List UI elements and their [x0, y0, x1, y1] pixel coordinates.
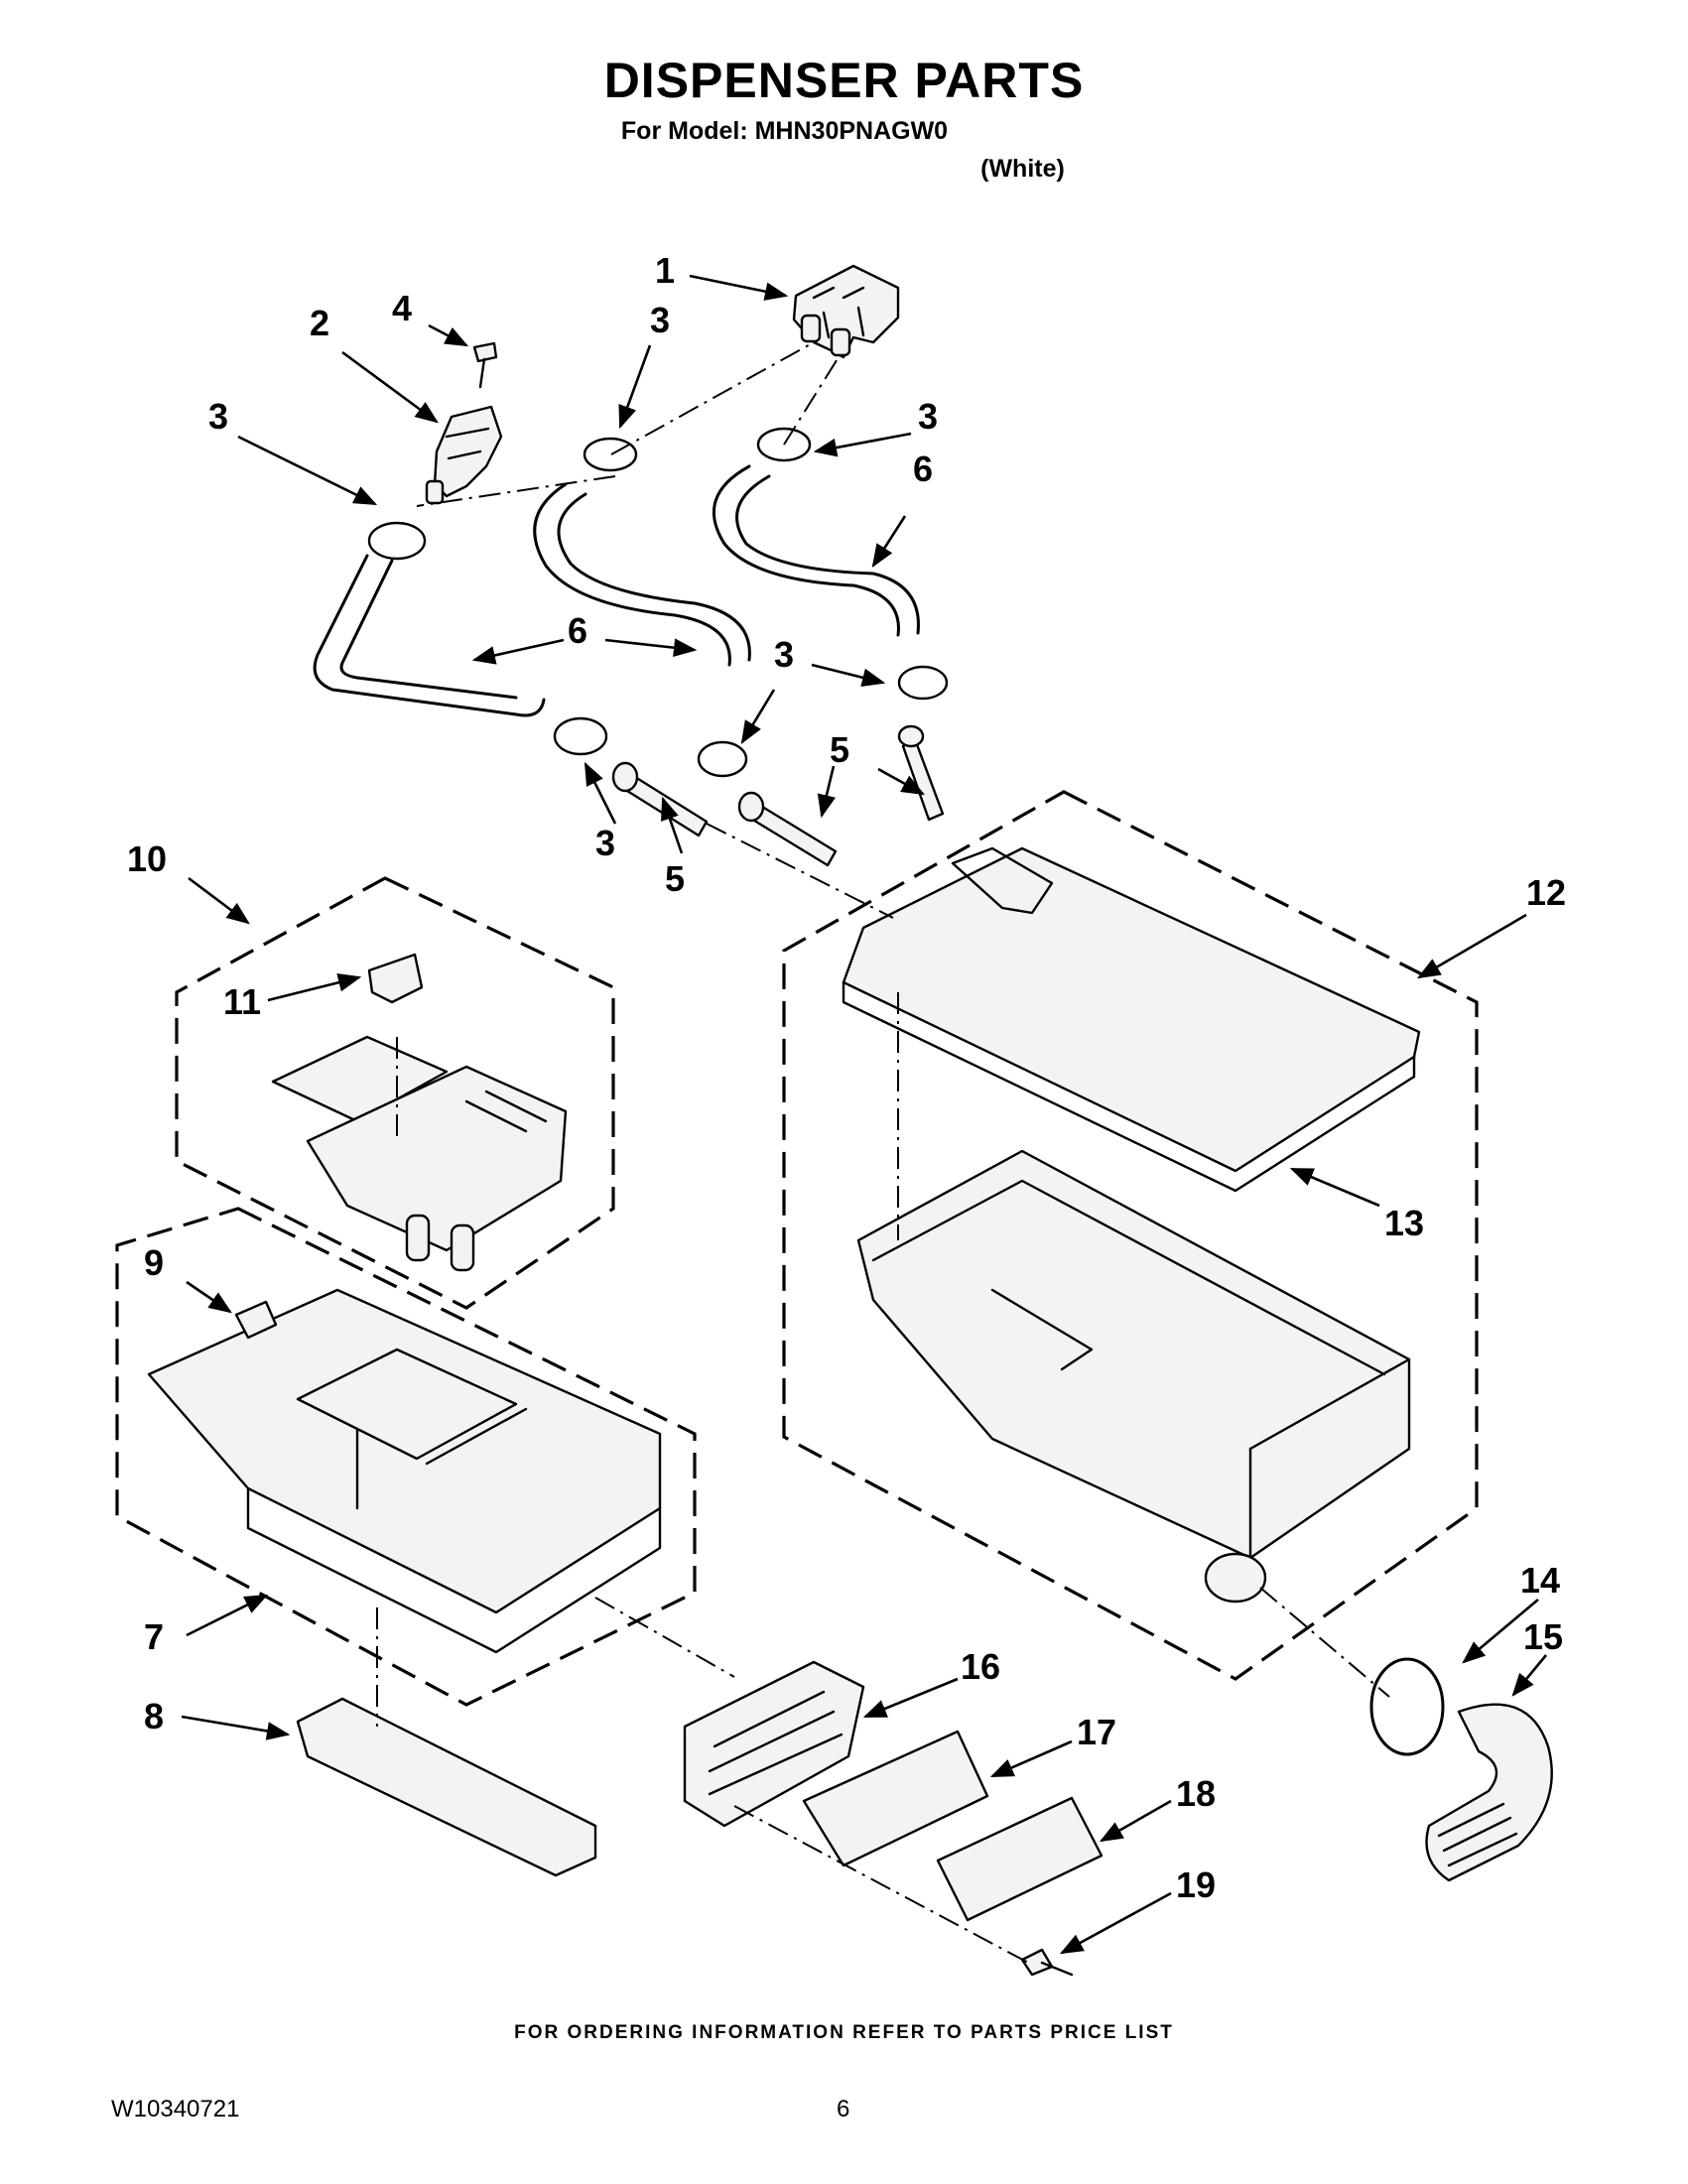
callout-12: 12: [1526, 872, 1566, 913]
bellows-hose-part-15: [1425, 1703, 1553, 1882]
callout-9: 9: [144, 1242, 164, 1283]
align-line: [706, 823, 894, 919]
vent-gasket-part-17: [802, 1730, 989, 1867]
hose-clamp-a: [367, 521, 427, 561]
callout-3: 3: [650, 300, 670, 340]
drawer-tray-part-8: [296, 1697, 597, 1877]
inlet-valve-single-part: [425, 405, 503, 505]
hose-clamp-c: [756, 427, 812, 462]
callout-19: 19: [1176, 1864, 1216, 1905]
callout-8: 8: [144, 1696, 164, 1736]
model-line: For Model: MHN30PNAGW0: [620, 117, 949, 145]
align-line: [783, 356, 840, 446]
document-number: W10340721: [111, 2096, 240, 2122]
callout-3: 3: [208, 396, 228, 437]
callout-2: 2: [310, 303, 329, 343]
callout-18: 18: [1176, 1773, 1216, 1814]
align-line: [1259, 1587, 1390, 1698]
callout-6: 6: [913, 449, 933, 489]
page-title: DISPENSER PARTS: [603, 53, 1085, 108]
callout-1: 1: [655, 250, 675, 291]
hose-clamp-f: [897, 665, 949, 701]
callout-3: 3: [774, 634, 794, 675]
callout-16: 16: [961, 1646, 1000, 1687]
callout-14: 14: [1520, 1560, 1560, 1601]
callout-5: 5: [830, 729, 849, 770]
callout-10: 10: [127, 838, 167, 879]
group-outline-7: [115, 1207, 697, 1707]
callout-11: 11: [223, 981, 261, 1022]
align-line: [733, 1805, 1033, 1966]
inlet-valve-double-part: [792, 264, 900, 359]
callout-6: 6: [568, 610, 587, 651]
dispenser-housing-cover: [842, 846, 1421, 1193]
hose-left: [313, 554, 546, 717]
hose-middle: [533, 482, 751, 667]
group-outline-10: [175, 876, 615, 1310]
dispenser-insert-assembly: [271, 1035, 568, 1272]
page-number: 6: [837, 2096, 850, 2122]
vent-plate-part-18: [936, 1796, 1104, 1922]
screw-part-4: [472, 341, 498, 389]
hose-clamp-e: [697, 740, 748, 778]
dispenser-housing: [856, 1149, 1411, 1604]
dispenser-cap-part-11: [367, 953, 424, 1004]
align-line: [610, 341, 815, 455]
group-outline-12: [782, 790, 1479, 1681]
hose-clamp-d: [553, 716, 608, 756]
hose-clamp-b: [583, 437, 638, 472]
callout-3: 3: [918, 396, 938, 437]
screw-part-19: [1020, 1948, 1074, 1977]
align-line: [416, 475, 616, 507]
callout-4: 4: [392, 288, 412, 328]
callout-13: 13: [1384, 1203, 1424, 1243]
dispenser-drawer: [147, 1288, 662, 1654]
callout-15: 15: [1523, 1616, 1563, 1657]
callout-7: 7: [144, 1616, 164, 1657]
color-line: (White): [980, 155, 1065, 183]
align-line: [594, 1597, 735, 1678]
drawer-clip-part-9: [234, 1300, 278, 1340]
bellows-clamp-part-14: [1369, 1657, 1445, 1756]
leader-arrows: [181, 274, 1548, 1955]
nozzle-c: [901, 737, 945, 822]
ordering-note: FOR ORDERING INFORMATION REFER TO PARTS …: [514, 2022, 1174, 2043]
hose-right: [712, 464, 920, 637]
callout-5: 5: [665, 858, 685, 899]
callout-17: 17: [1077, 1712, 1116, 1752]
callout-3: 3: [595, 823, 615, 863]
